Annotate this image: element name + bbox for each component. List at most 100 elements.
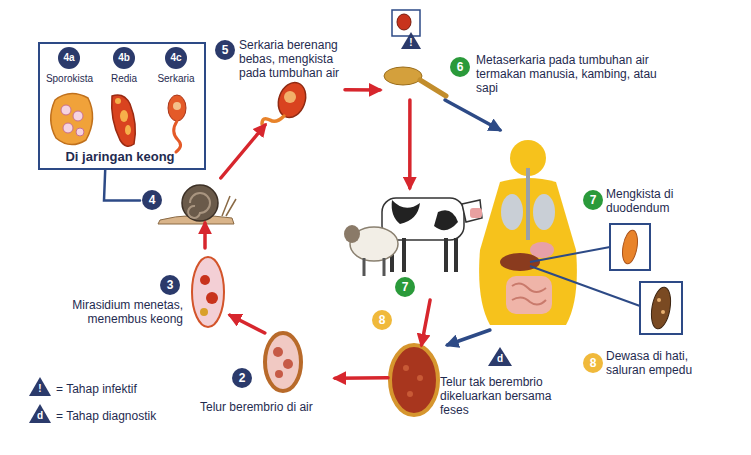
cercaria-picture-part [274, 79, 311, 122]
embryonated-egg-picture-part [275, 370, 283, 378]
callout-number: 7 [395, 277, 415, 297]
worm-insets-part [640, 282, 682, 334]
cercaria-small-picture-part [173, 102, 181, 110]
cycle-arrow [345, 88, 380, 92]
cycle-arrow [104, 170, 140, 201]
snail-picture-part [222, 196, 236, 216]
miracidium-picture [192, 257, 224, 327]
snail-picture-part [188, 193, 210, 218]
stage-group: 2Telur berembrio di air [200, 333, 335, 420]
stage-caption: Telur tak berembrio dikeluarkan bersama … [440, 375, 566, 417]
cycle-arrow [203, 223, 207, 248]
box-title: Di jaringan keong [40, 149, 200, 165]
stage-group: 8Dewasa di hati, saluran empedu [580, 345, 710, 385]
cow-sheep-picture-part [470, 208, 482, 218]
callout-number: 3 [160, 275, 180, 295]
sporocyst-picture-part [73, 111, 83, 121]
worm-insets-part [620, 229, 640, 265]
stage-group: 4aSporokista [43, 47, 96, 147]
cycle-arrow [221, 125, 265, 178]
legend-symbol: d [30, 408, 50, 424]
cow-sheep-picture-part [434, 210, 458, 230]
legend-symbol: ! [30, 381, 50, 397]
unembryonated-egg-picture-part [488, 347, 512, 366]
cow-sheep-picture-part [462, 200, 482, 222]
snail-picture [158, 185, 236, 224]
callout-number: 6 [450, 57, 470, 77]
redia-picture-part [125, 125, 131, 135]
worm-insets-part [610, 224, 650, 270]
human-picture-part [526, 168, 530, 240]
human-picture-part [533, 194, 555, 230]
metacercaria-inset [392, 10, 421, 49]
spoon-picture-part [384, 67, 422, 85]
legend-symbols [29, 377, 51, 423]
cercaria-picture [262, 79, 310, 124]
redia-picture-part [120, 110, 128, 122]
human-picture-part [506, 276, 552, 314]
legend-symbols-part [29, 404, 51, 423]
cercaria-small-picture-part [174, 121, 181, 152]
stage-caption: Metaserkaria pada tumbuhan air termakan … [476, 53, 666, 95]
cow-sheep-picture [344, 198, 482, 276]
unembryonated-egg-picture-part [417, 375, 423, 381]
cycle-arrow [447, 330, 490, 345]
miracidium-picture-part [200, 308, 208, 316]
miracidium-picture-part [200, 275, 210, 285]
stage-symbol: d [490, 351, 510, 367]
stage-caption: Dewasa di hati, saluran empedu [606, 349, 710, 377]
callout-number: 8 [372, 310, 392, 330]
human-picture-part [501, 194, 523, 230]
stage-group: 4 [140, 178, 235, 223]
callout-number: 7 [583, 190, 603, 210]
embryonated-egg-picture-part [273, 347, 283, 357]
cow-sheep-picture-part [344, 225, 360, 243]
stage-group: 7 [345, 188, 480, 300]
callout-number: 2 [232, 368, 252, 388]
callout-number: 4 [142, 190, 162, 210]
callout-number: 4a [58, 47, 80, 69]
stage-group: 7Mengkista di duodendum [480, 130, 710, 330]
tissue-box: Di jaringan keong4aSporokista4bRedia4cSe… [38, 42, 206, 170]
sporocyst-picture-part [63, 123, 73, 133]
human-picture-part [512, 283, 546, 304]
metacercaria-inset-part [392, 10, 420, 36]
cow-sheep-picture-part [364, 258, 384, 276]
cercaria-picture-part [284, 91, 296, 103]
sporocyst-picture [51, 93, 93, 144]
cercaria-small-picture [168, 95, 186, 152]
redia-picture [112, 95, 136, 146]
cycle-arrow [230, 315, 265, 333]
unembryonated-egg-picture-part [403, 365, 409, 371]
stage-group: dTelur tak berembrio dikeluarkan bersama… [388, 345, 568, 423]
stage-caption: Serkaria berenang bebas, mengkista pada … [239, 38, 343, 80]
stage-group: 4bRedia [98, 47, 150, 147]
cow-sheep-picture-part [382, 198, 464, 240]
miracidium-picture-part [192, 257, 224, 327]
cercaria-small-picture-part [168, 95, 186, 121]
callout-number: 4b [113, 47, 135, 69]
cycle-arrow [445, 100, 500, 130]
cycle-arrow [422, 300, 431, 345]
redia-picture-part [112, 95, 136, 146]
embryonated-egg-picture-part [283, 359, 293, 369]
cycle-arrow [408, 100, 412, 188]
stage-caption: Mengkista di duodendum [606, 187, 706, 215]
stage-group: 8 [370, 308, 394, 332]
redia-picture-part [115, 98, 121, 104]
callout-number: 4c [165, 47, 187, 69]
legend-text: = Tahap diagnostik [56, 409, 156, 423]
stage-group: 3Mirasidium menetas, menembus keong [45, 248, 230, 328]
human-picture [479, 140, 577, 325]
unembryonated-egg-picture-part [407, 391, 413, 397]
stage-caption: Mirasidium menetas, menembus keong [45, 298, 183, 326]
cow-sheep-picture-part [392, 200, 420, 224]
cercaria-picture-part [262, 116, 284, 124]
callout-number: 8 [583, 353, 603, 373]
metacercaria-inset-part [397, 14, 411, 30]
callout-number: 5 [215, 40, 235, 60]
legend-text: = Tahap infektif [56, 382, 137, 396]
miracidium-picture-part [206, 292, 218, 304]
embryonated-egg-picture [265, 333, 301, 391]
